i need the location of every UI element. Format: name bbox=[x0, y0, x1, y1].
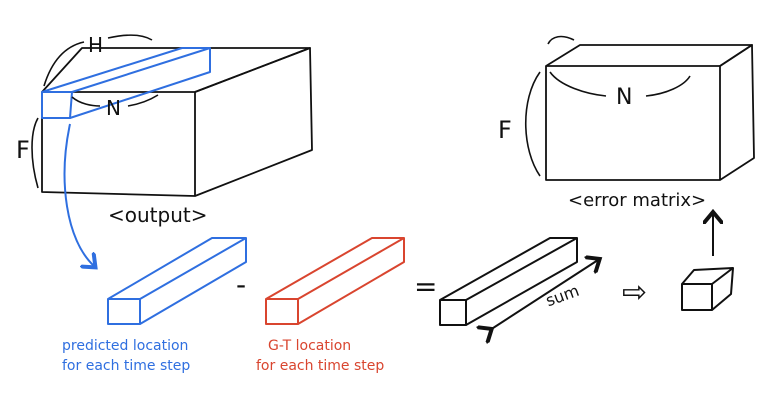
error-dimension-arcs bbox=[525, 35, 691, 177]
extract-arrow bbox=[63, 123, 94, 266]
error-n-label: N bbox=[616, 85, 632, 110]
predicted-bar bbox=[107, 237, 247, 325]
minus-sign: - bbox=[236, 268, 246, 301]
error-caption: <error matrix> bbox=[568, 190, 706, 211]
gt-caption-line1: G-T location bbox=[268, 338, 351, 354]
equals-sign: = bbox=[414, 270, 437, 303]
error-f-label: F bbox=[498, 116, 512, 144]
result-arrow-symbol: ⇨ bbox=[622, 275, 647, 310]
difference-bar bbox=[439, 237, 578, 326]
sum-arrow bbox=[490, 260, 598, 330]
output-dimension-arcs bbox=[31, 34, 159, 189]
predicted-caption-line1: predicted location bbox=[62, 338, 188, 354]
ground-truth-bar bbox=[265, 237, 405, 325]
output-f-label: F bbox=[16, 136, 30, 164]
output-caption: <output> bbox=[108, 203, 207, 227]
predicted-caption-line2: for each time step bbox=[62, 358, 190, 374]
output-predicted-slice bbox=[41, 47, 211, 119]
output-n-label: N bbox=[106, 96, 121, 120]
output-tensor bbox=[41, 47, 313, 197]
result-cube bbox=[681, 267, 734, 311]
sum-label: sum bbox=[543, 281, 582, 311]
error-matrix bbox=[545, 44, 755, 181]
gt-caption-line2: for each time step bbox=[256, 358, 384, 374]
output-h-label: H bbox=[88, 33, 103, 57]
